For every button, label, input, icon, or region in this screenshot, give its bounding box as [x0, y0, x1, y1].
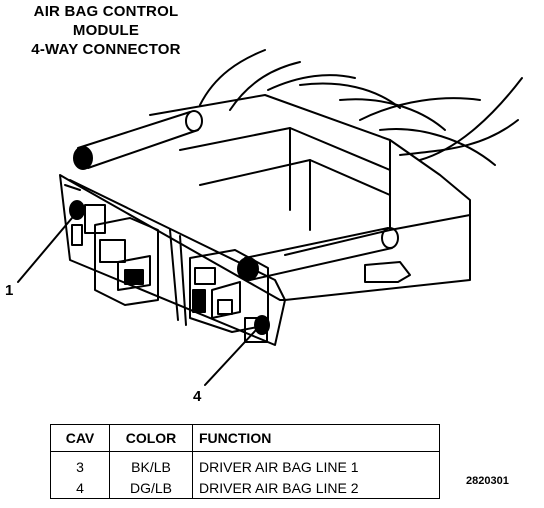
cell-cav: 3 — [50, 451, 110, 477]
latch-tab — [364, 261, 411, 283]
connector-rear-housing — [149, 94, 471, 301]
lock-rod-left — [73, 110, 203, 170]
cell-function: DRIVER AIR BAG LINE 2 — [199, 479, 359, 496]
figure-id: 2820301 — [466, 475, 509, 487]
lock-rod-right — [237, 227, 399, 281]
header-function: FUNCTION — [192, 424, 440, 452]
header-color: COLOR — [109, 424, 193, 452]
title-line-3: 4-WAY CONNECTOR — [31, 41, 181, 58]
diagram-title: AIR BAG CONTROL MODULE 4-WAY CONNECTOR — [6, 2, 206, 59]
header-cav: CAV — [50, 424, 110, 452]
cell-cav: 4 — [50, 477, 110, 499]
cavity-table: CAV COLOR FUNCTION 3 BK/LB DRIVER AIR BA… — [50, 424, 440, 499]
connector-front-face — [59, 174, 286, 346]
cell-color: DG/LB — [109, 477, 193, 499]
connector-illustration — [17, 49, 523, 386]
callout-cavity-1: 1 — [5, 282, 14, 299]
table-header-row: CAV COLOR FUNCTION — [50, 424, 440, 452]
leader-line-4 — [204, 329, 257, 386]
title-line-1: AIR BAG CONTROL — [33, 3, 179, 20]
wire-bundle — [199, 49, 523, 166]
leader-line-1 — [17, 217, 73, 283]
callout-cavity-4: 4 — [193, 388, 202, 405]
cell-function: DRIVER AIR BAG LINE 1 — [199, 458, 359, 475]
cell-color: BK/LB — [109, 451, 193, 477]
cavity-group-right — [189, 249, 270, 343]
title-line-2: MODULE — [72, 22, 140, 39]
table-row: 4 DG/LB DRIVER AIR BAG LINE 2 — [50, 477, 440, 499]
cavity-group-left — [69, 200, 159, 306]
table-row: 3 BK/LB DRIVER AIR BAG LINE 1 — [50, 451, 440, 477]
